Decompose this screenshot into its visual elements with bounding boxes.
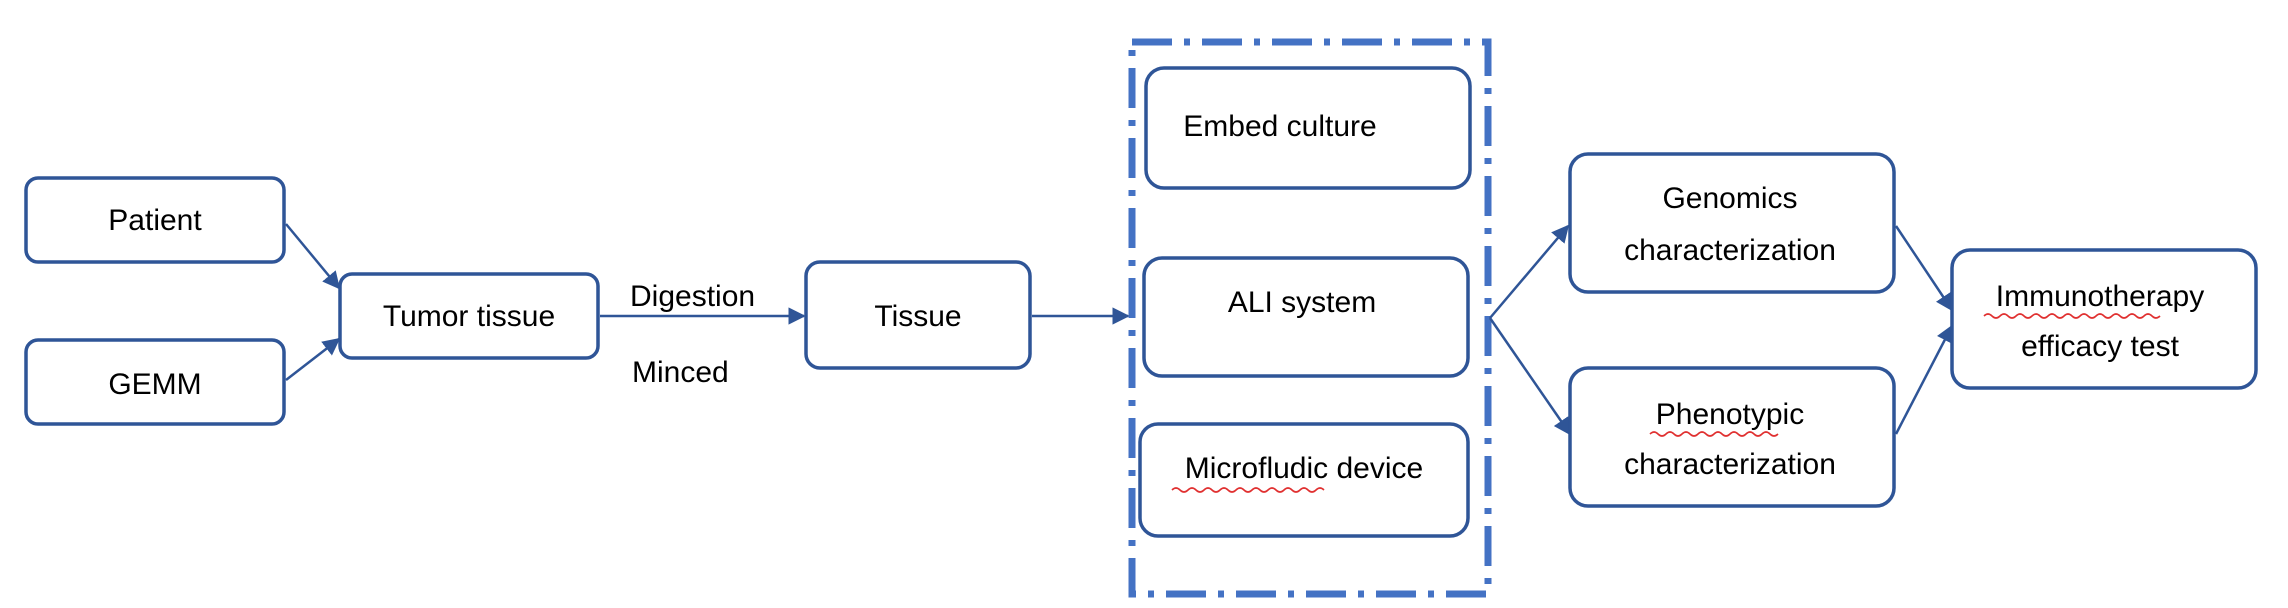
edge-group-to-phenotypic: [1488, 317, 1572, 436]
edge-gemm-to-tumor: [285, 337, 341, 381]
node-immunotherapy-line2: efficacy test: [2021, 330, 2180, 363]
node-immunotherapy-line1: Immunotherapy: [1996, 280, 2204, 313]
edge-label-digestion: Digestion: [630, 280, 755, 313]
node-patient: Patient: [24, 176, 286, 264]
node-ali-system-label: ALI system: [1228, 286, 1376, 319]
node-microfluidic-device-label: Microfludic device: [1185, 452, 1423, 485]
edge-phenotypic-to-immunotherapy: [1894, 324, 1954, 435]
culture-systems-group: [1128, 38, 1492, 598]
node-genomics-line1: Genomics: [1662, 182, 1797, 215]
node-tumor-tissue: Tumor tissue: [338, 272, 600, 360]
spellcheck-underline: [1649, 431, 1779, 437]
edge-label-minced: Minced: [632, 356, 729, 389]
spellcheck-underline: [1171, 487, 1325, 493]
edge-group-to-genomics: [1489, 224, 1570, 319]
node-microfluidic-device: Microfludic device: [1138, 422, 1470, 538]
node-patient-label: Patient: [108, 204, 202, 237]
edge-patient-to-tumor: [285, 223, 341, 290]
node-immunotherapy-efficacy-test: Immunotherapy efficacy test: [1950, 248, 2258, 390]
node-tumor-tissue-label: Tumor tissue: [383, 300, 555, 333]
node-ali-system: ALI system: [1142, 256, 1470, 378]
node-embed-culture: Embed culture: [1144, 66, 1472, 190]
node-gemm: GEMM: [24, 338, 286, 426]
edge-genomics-to-immunotherapy: [1894, 225, 1954, 312]
node-phenotypic-line1: Phenotypic: [1656, 398, 1804, 431]
node-tissue-label: Tissue: [874, 300, 961, 333]
node-phenotypic-characterization: Phenotypic characterization: [1568, 366, 1896, 508]
node-genomics-characterization: Genomics characterization: [1568, 152, 1896, 294]
node-tissue: Tissue: [804, 260, 1032, 370]
node-gemm-label: GEMM: [108, 368, 201, 401]
node-phenotypic-line2: characterization: [1624, 448, 1836, 481]
node-genomics-line2: characterization: [1624, 234, 1836, 267]
node-embed-culture-label: Embed culture: [1183, 110, 1376, 143]
spellcheck-underline: [1983, 313, 2161, 319]
